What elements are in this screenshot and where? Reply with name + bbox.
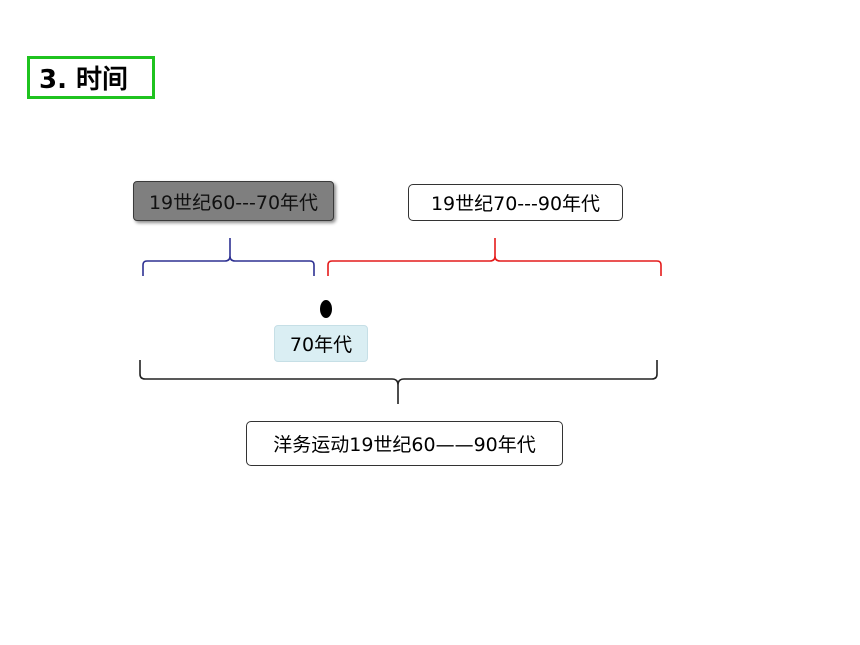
brace-overall — [139, 360, 658, 404]
brace-late — [327, 238, 662, 276]
midpoint-label: 70年代 — [274, 325, 368, 362]
period-late-box: 19世纪70---90年代 — [408, 184, 623, 221]
overall-period-box: 洋务运动19世纪60——90年代 — [246, 421, 563, 466]
period-early-box: 19世纪60---70年代 — [133, 181, 334, 221]
midpoint-dot — [320, 300, 332, 318]
brace-early — [142, 238, 315, 276]
section-title: 3. 时间 — [27, 56, 155, 99]
